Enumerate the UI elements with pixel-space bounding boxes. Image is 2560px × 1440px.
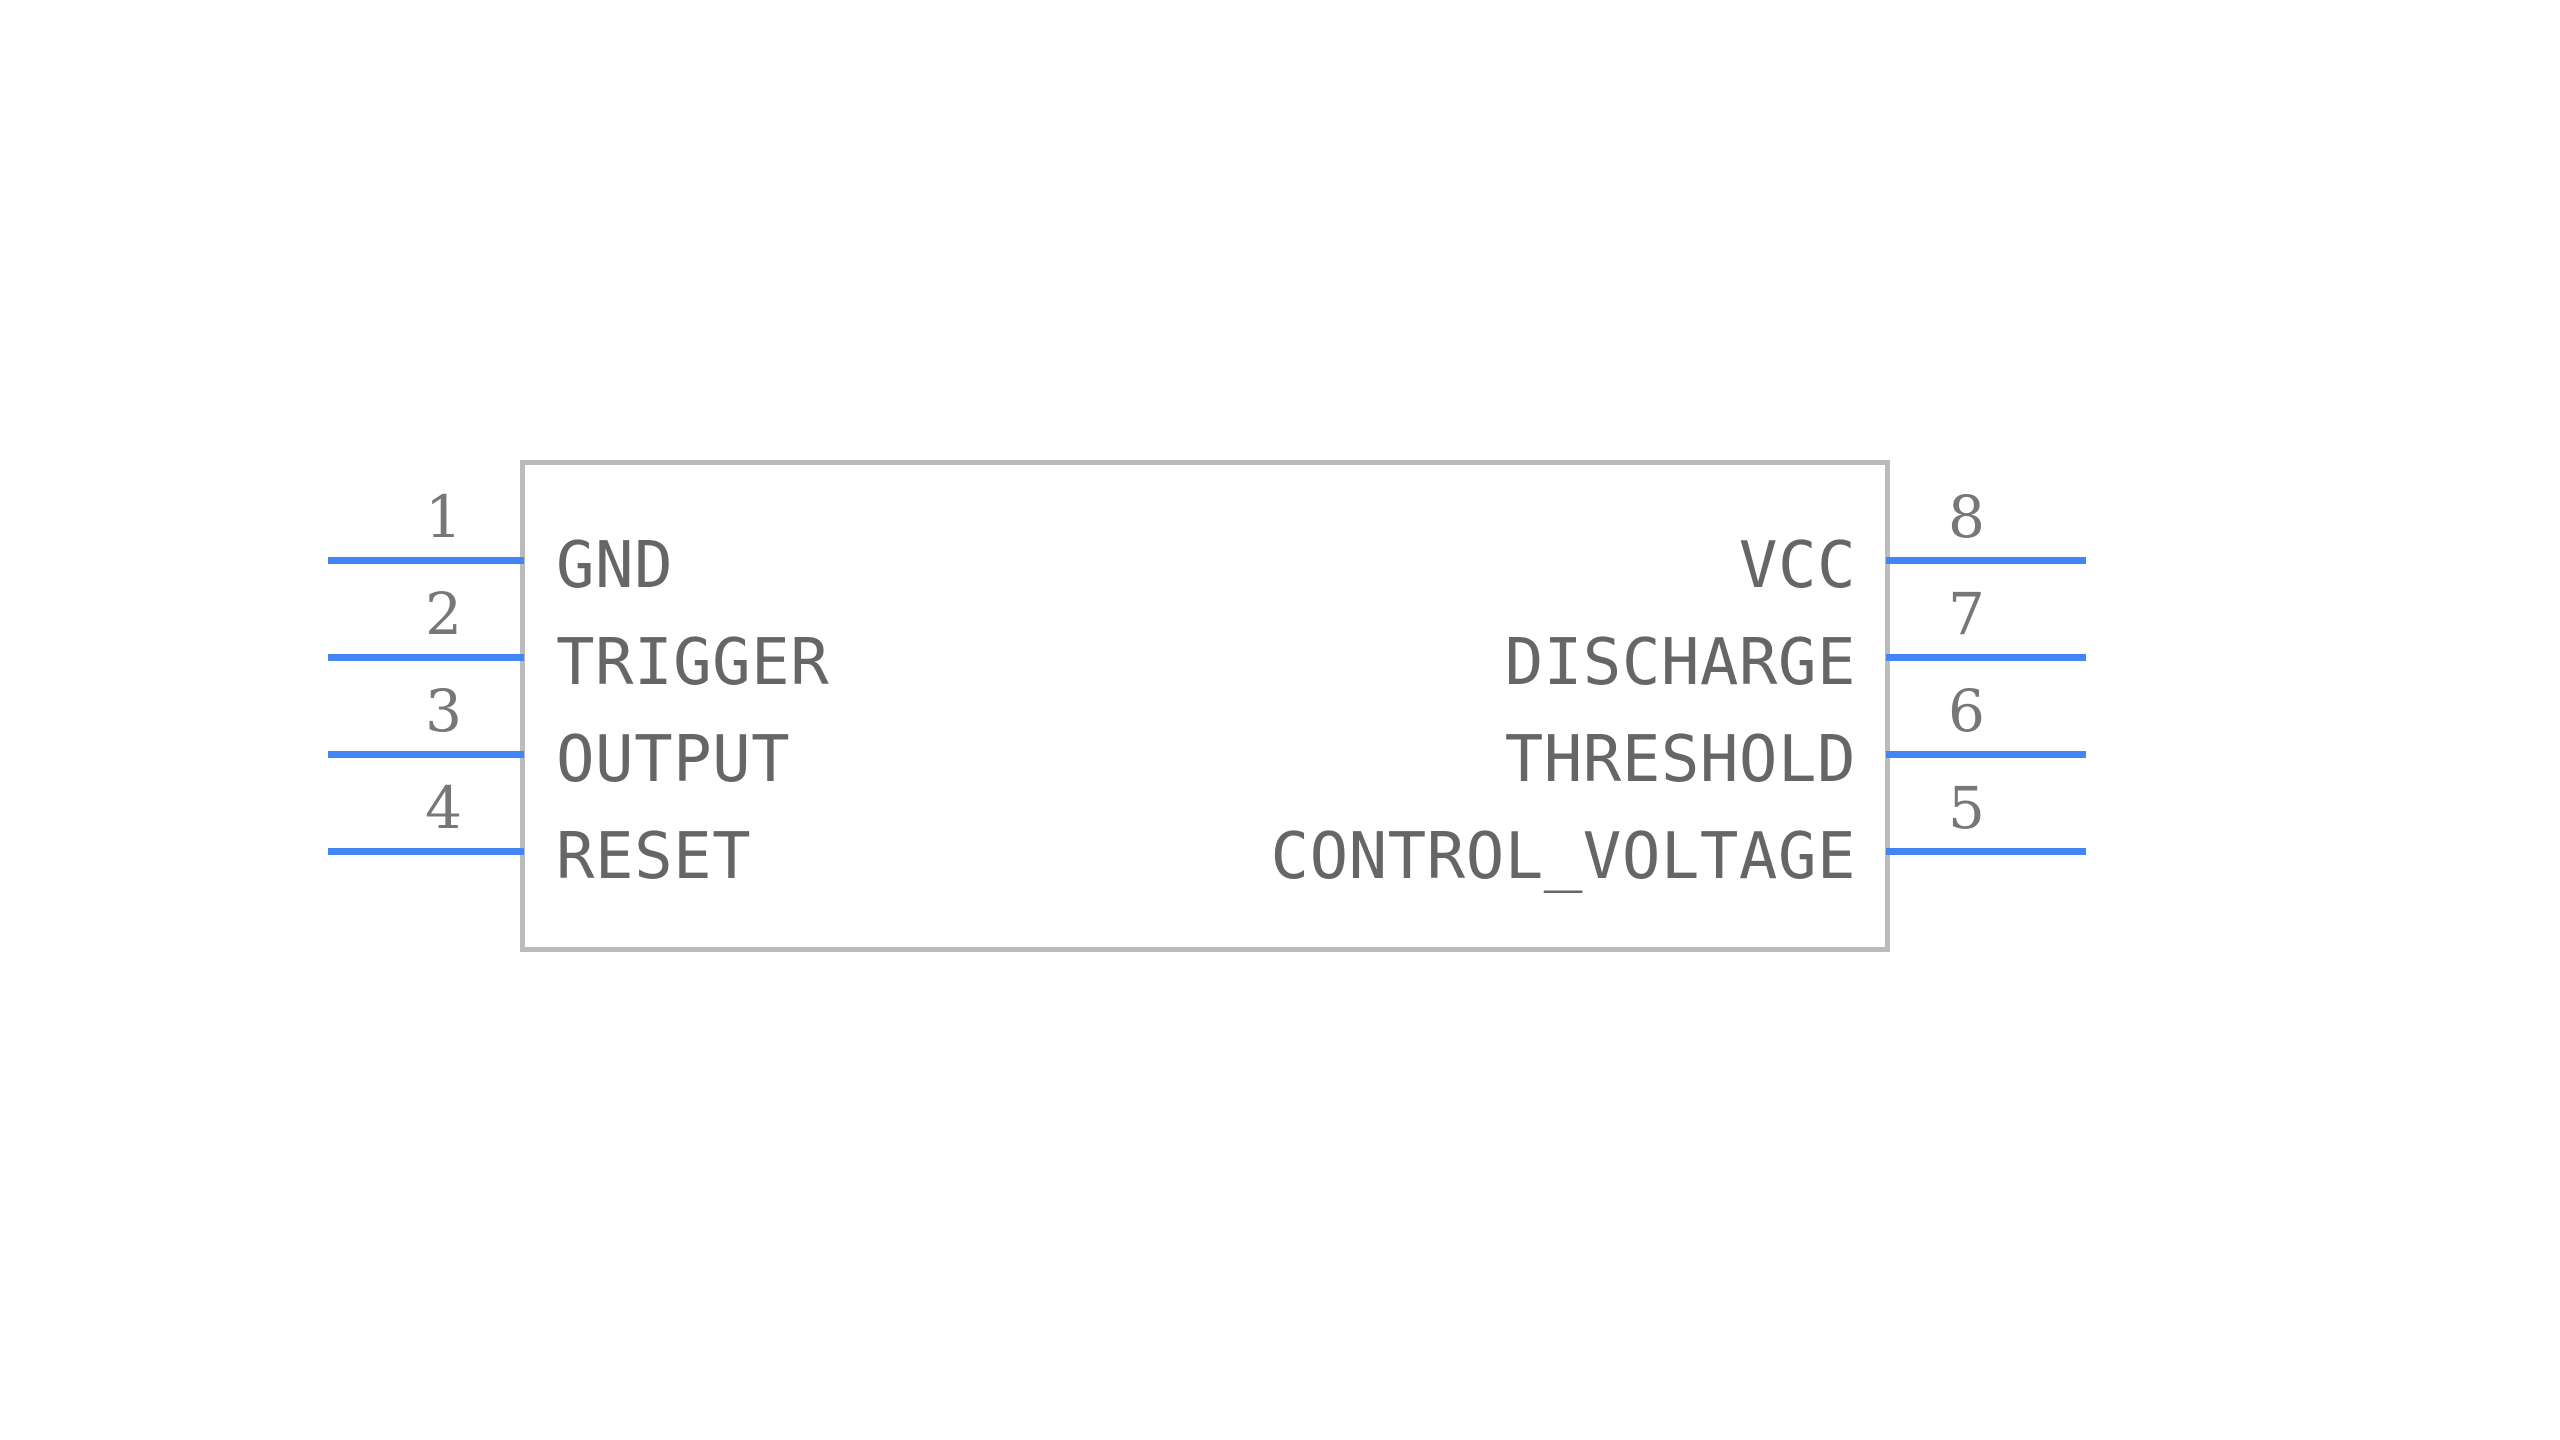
- pin-number-1: 1: [425, 483, 462, 551]
- pin-wire-left-1[interactable]: [328, 653, 524, 661]
- pin-wire-right-2[interactable]: [1886, 750, 2086, 758]
- pin-number-5: 5: [1948, 774, 1985, 842]
- pin-number-3: 3: [425, 677, 462, 745]
- pin-number-2: 2: [425, 580, 462, 648]
- pin-wire-right-0[interactable]: [1886, 556, 2086, 564]
- pin-label-control_voltage: CONTROL_VOLTAGE: [1270, 820, 1856, 895]
- pin-label-gnd: GND: [556, 529, 674, 604]
- pin-label-vcc: VCC: [1738, 529, 1856, 604]
- pin-label-output: OUTPUT: [556, 723, 791, 798]
- pin-label-discharge: DISCHARGE: [1504, 626, 1856, 701]
- pin-number-7: 7: [1948, 580, 1985, 648]
- pin-label-reset: RESET: [556, 820, 752, 895]
- pin-wire-right-1[interactable]: [1886, 653, 2086, 661]
- pin-label-trigger: TRIGGER: [556, 626, 830, 701]
- pin-wire-left-0[interactable]: [328, 556, 524, 564]
- pin-label-threshold: THRESHOLD: [1504, 723, 1856, 798]
- pin-wire-left-3[interactable]: [328, 847, 524, 855]
- ic-body-rectangle[interactable]: [520, 460, 1890, 952]
- pin-number-6: 6: [1948, 677, 1985, 745]
- pin-number-4: 4: [425, 774, 462, 842]
- pin-wire-left-2[interactable]: [328, 750, 524, 758]
- pin-wire-right-3[interactable]: [1886, 847, 2086, 855]
- pin-number-8: 8: [1948, 483, 1985, 551]
